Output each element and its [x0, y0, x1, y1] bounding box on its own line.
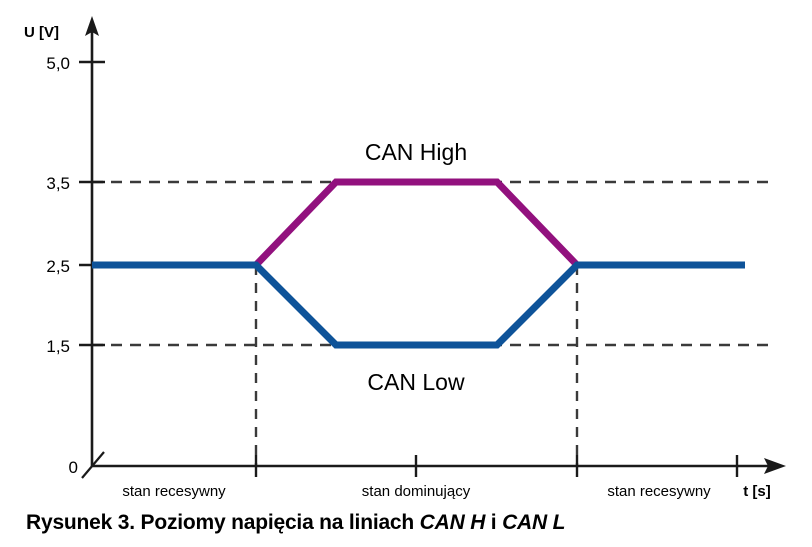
marker-lines [254, 265, 579, 466]
series-can-low-line [92, 261, 745, 349]
x-axis-title: t [s] [743, 483, 771, 500]
x-region-label-dominant: stan dominujący [362, 483, 471, 500]
caption-emphasis-can-l: CAN L [502, 511, 566, 534]
y-axis [79, 16, 105, 466]
series-can-high-line [92, 178, 745, 269]
series-label-can-high: CAN High [365, 139, 467, 165]
y-tick-label-1-5: 1,5 [46, 337, 70, 356]
voltage-levels-chart: U [V] 5,0 3,5 2,5 1,5 0 t [s] CAN High C… [24, 16, 786, 500]
caption-prefix: Rysunek 3. Poziomy napięcia na liniach [26, 511, 420, 534]
chart-canvas: U [V] 5,0 3,5 2,5 1,5 0 t [s] CAN High C… [24, 16, 786, 500]
series-label-can-low: CAN Low [367, 369, 465, 395]
axis-break-icon [81, 451, 105, 479]
y-tick-label-5-0: 5,0 [46, 54, 70, 73]
x-region-label-recessive-left: stan recesywny [122, 483, 226, 500]
x-axis [81, 451, 786, 479]
caption-emphasis-can-h: CAN H [419, 511, 486, 534]
y-tick-label-0: 0 [69, 458, 78, 477]
y-axis-arrow-icon [85, 16, 99, 36]
y-tick-label-3-5: 3,5 [46, 174, 70, 193]
figure-caption: Rysunek 3. Poziomy napięcia na liniach C… [26, 506, 796, 540]
x-region-label-recessive-right: stan recesywny [607, 483, 711, 500]
caption-middle: i [485, 511, 503, 534]
y-tick-label-2-5: 2,5 [46, 257, 70, 276]
x-axis-arrow-icon [764, 458, 786, 474]
y-axis-title: U [V] [24, 24, 59, 41]
